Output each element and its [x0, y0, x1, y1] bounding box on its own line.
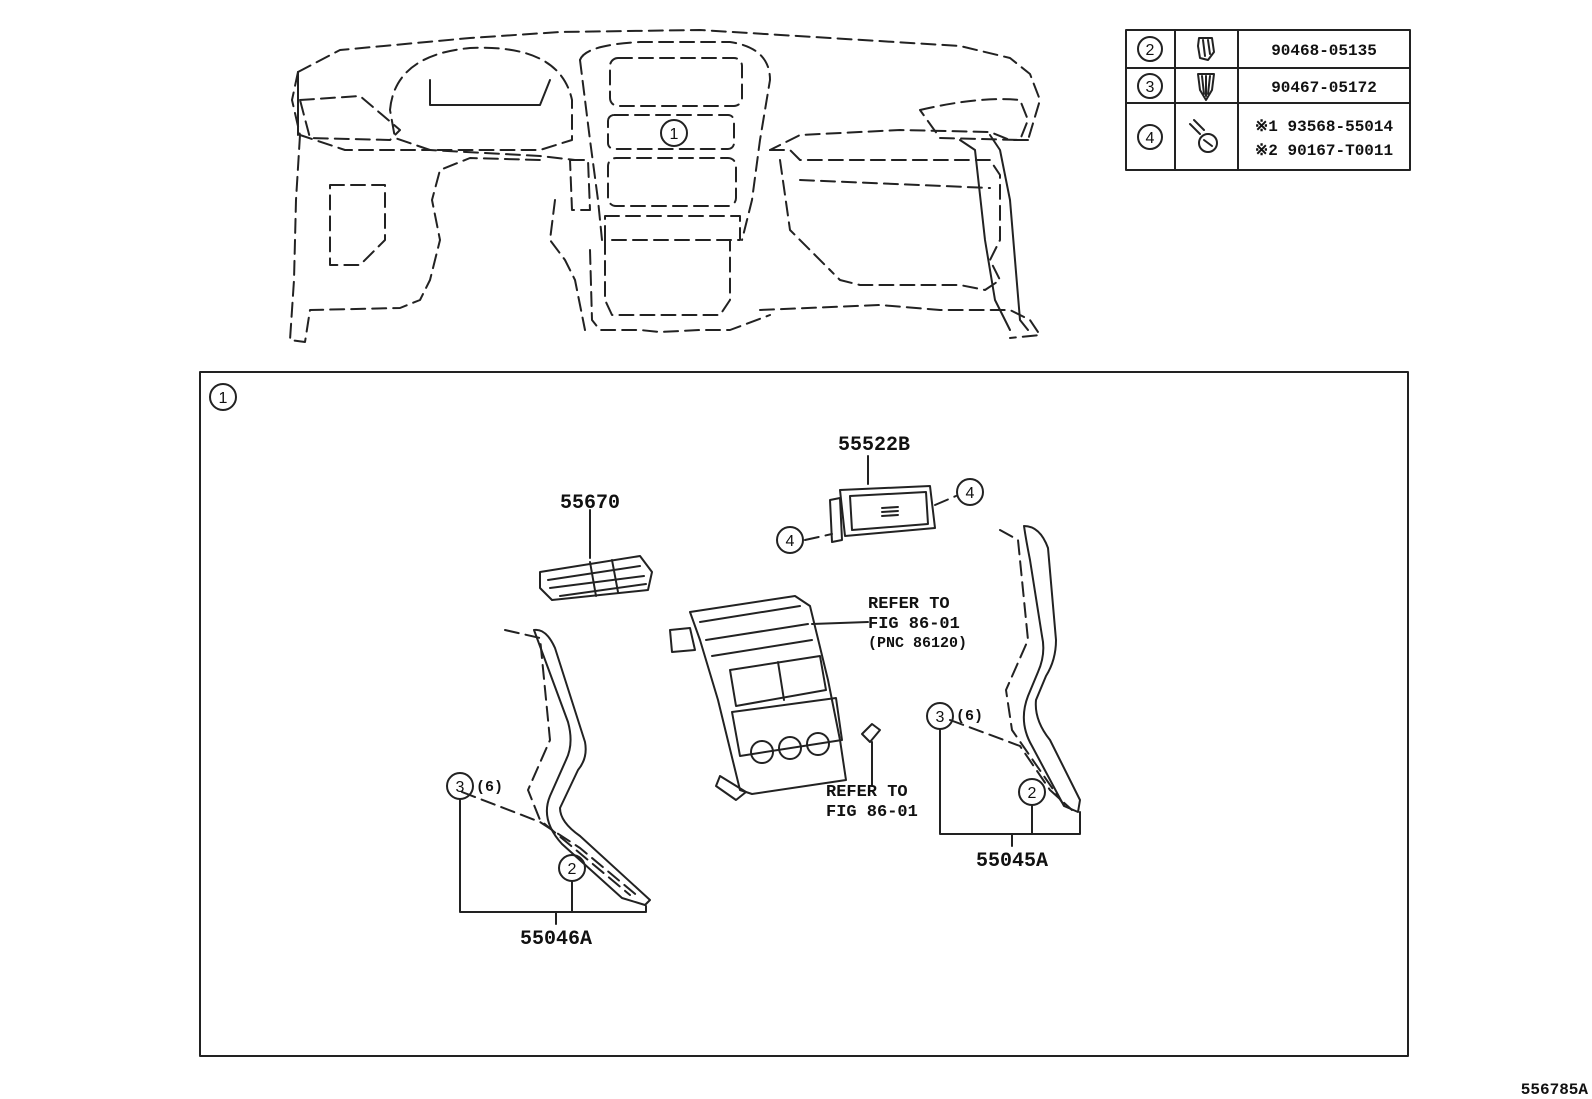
- callout-4-right: 4: [956, 478, 984, 506]
- screw-icon: [1189, 119, 1218, 153]
- part-labels: 55670 55522B REFER TO FIG 86-01 (PNC 861…: [476, 434, 1588, 1099]
- refer-label-bottom-line2: FIG 86-01: [826, 803, 918, 822]
- label-55522B: 55522B: [838, 434, 910, 457]
- svg-text:1: 1: [219, 390, 228, 407]
- callout-4-left: 4: [776, 526, 804, 554]
- air-vent-55670: [539, 509, 653, 601]
- table-ref-3: 3: [1137, 73, 1163, 99]
- label-55670: 55670: [560, 492, 620, 515]
- clip-icon: [1197, 37, 1215, 61]
- qty-right: (6): [956, 708, 983, 725]
- callout-3-right: 3: [926, 702, 954, 730]
- detail-box: 1: [199, 371, 1409, 1057]
- svg-text:1: 1: [670, 126, 679, 143]
- table-part-90468: 90468-05135: [1271, 42, 1377, 60]
- side-panel-55045A: 3 2: [926, 525, 1081, 847]
- qty-left: (6): [476, 779, 503, 796]
- svg-text:3: 3: [936, 709, 945, 726]
- callout-2-right: 2: [1018, 778, 1046, 806]
- refer-label-top-line1: REFER TO: [868, 595, 950, 614]
- label-55045A: 55045A: [976, 850, 1048, 873]
- svg-text:3: 3: [456, 779, 465, 796]
- dashboard-overview: 1: [289, 29, 1041, 343]
- refer-label-top-line2: FIG 86-01: [868, 615, 960, 634]
- clip-icon: [1197, 73, 1215, 101]
- svg-text:4: 4: [786, 533, 795, 550]
- table-part-90167: ※2 90167-T0011: [1255, 142, 1393, 160]
- center-audio-panel: [669, 595, 881, 801]
- label-55046A: 55046A: [520, 928, 592, 951]
- side-panel-55046A: 3 2: [446, 628, 651, 925]
- refer-label-top-line3: (PNC 86120): [868, 635, 967, 652]
- svg-text:4: 4: [966, 485, 975, 502]
- table-ref-2: 2: [1137, 36, 1163, 62]
- svg-text:2: 2: [1146, 42, 1155, 59]
- switch-panel-55522B: 4 4: [776, 455, 984, 554]
- figure-id: 556785A: [1521, 1081, 1589, 1099]
- callout-1-detail: 1: [209, 383, 237, 411]
- callout-3-left: 3: [446, 772, 474, 800]
- callout-1-overview: 1: [660, 119, 688, 147]
- table-part-90467: 90467-05172: [1271, 79, 1377, 97]
- svg-text:2: 2: [568, 861, 577, 878]
- svg-text:2: 2: [1028, 785, 1037, 802]
- refer-label-bottom-line1: REFER TO: [826, 783, 908, 802]
- svg-text:3: 3: [1146, 79, 1155, 96]
- svg-text:4: 4: [1146, 130, 1155, 147]
- table-ref-4: 4: [1137, 124, 1163, 150]
- table-part-93568: ※1 93568-55014: [1255, 118, 1394, 136]
- parts-table: 2 90468-05135 3 90467-05172 4: [1125, 29, 1411, 171]
- callout-2-left: 2: [558, 854, 586, 882]
